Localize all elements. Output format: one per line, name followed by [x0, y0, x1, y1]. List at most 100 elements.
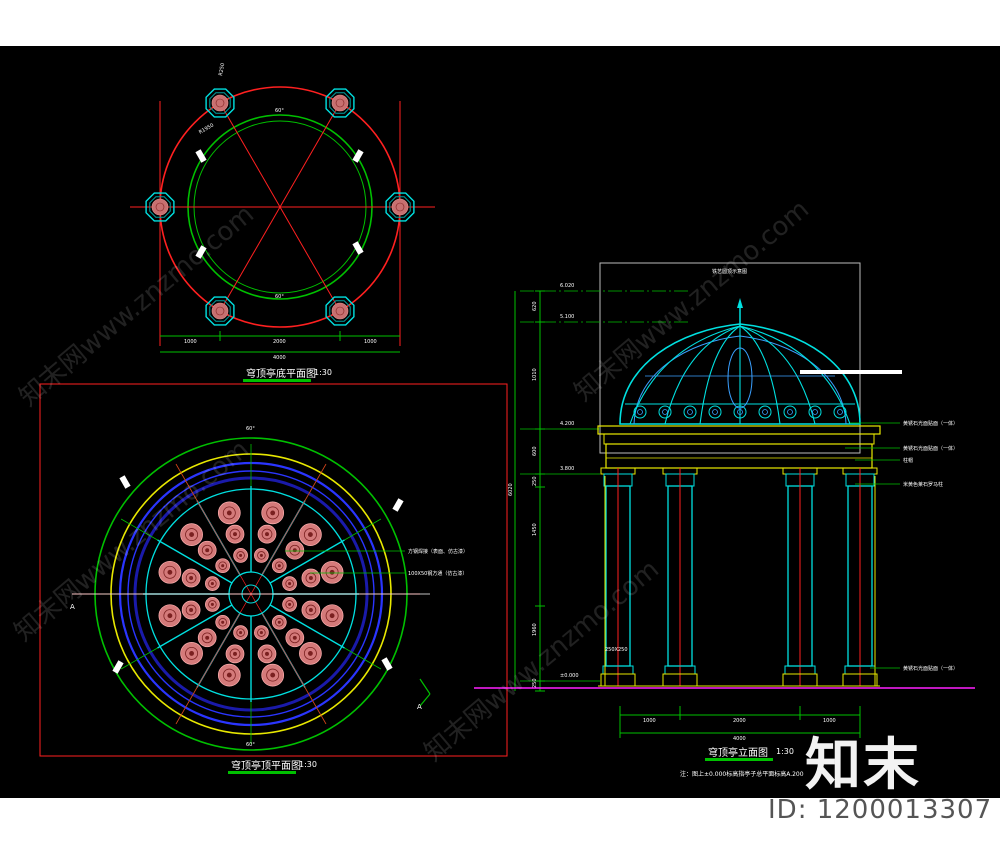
top-plan-scale: 1:30: [299, 760, 317, 769]
vdim-7: 250: [532, 678, 538, 688]
vdim-1: 620: [532, 301, 538, 311]
base-angle-bottom: 60°: [275, 294, 284, 300]
rose-motif-3: [254, 625, 285, 687]
callout-2: 黄锈石光面贴面（一体）: [903, 445, 958, 452]
base-plan: 60° 60° R250 R1950 1000 2000 1000 4000: [130, 62, 435, 361]
elevation: 铁艺圆顶示意图 6.020 5.100 4.200 3.800 ±0.000 6…: [474, 262, 975, 778]
level-5: ±0.000: [560, 673, 579, 679]
elevation-scale: 1:30: [776, 747, 794, 756]
spoke-ext-6: [120, 647, 158, 670]
base-column-5: [205, 296, 235, 326]
callout-4: 米黄色莱石罗马柱: [903, 481, 943, 488]
elev-note: 注：图上±0.000标高指亭子总平面标高A.200: [680, 770, 804, 778]
base-dim-3: 1000: [364, 339, 377, 345]
dome-scroll-1: [633, 405, 647, 419]
dome-rib-2: [664, 325, 741, 425]
image-id: ID: 1200013307: [768, 795, 993, 825]
elev-dim-1: 1000: [643, 718, 656, 724]
spoke-ext-12: [344, 518, 382, 541]
spoke-6: [157, 604, 233, 649]
base-column-4: [385, 192, 415, 222]
base-plan-title-underline: [243, 379, 311, 382]
top-angle-top: 60°: [246, 426, 255, 432]
rose-motif-2: [271, 614, 322, 665]
axis-line-2: [250, 593, 327, 725]
rose-motif-4: [217, 625, 248, 687]
base-ring-label: R1950: [198, 122, 215, 135]
dome-rib-5: [739, 325, 781, 425]
level-1: 6.020: [560, 283, 574, 289]
top-plan: A A 方钢焊接（表面、仿古漆） 100X50钢方通（仿古漆） 60° 60°: [39, 383, 508, 757]
rose-motif-11: [271, 523, 322, 574]
callout-1: 黄锈石光面贴面（一体）: [903, 420, 958, 427]
callout-5: 黄锈石光面贴面（一体）: [903, 665, 958, 672]
dome-ironwork: [619, 298, 861, 425]
axis-line-3: [175, 593, 252, 725]
base-dim-1: 1000: [184, 339, 197, 345]
top-note-1: 方钢焊接（表面、仿古漆）: [408, 548, 468, 555]
elev-dim-3: 1000: [823, 718, 836, 724]
col-base-label: 250X250: [605, 647, 628, 653]
base-column-6: [325, 296, 355, 326]
rose-motif-8: [180, 523, 231, 574]
elevation-column-4: [842, 467, 878, 687]
vdim-6: 1960: [532, 623, 538, 636]
dome-scroll-6: [758, 405, 772, 419]
elevation-title: 穹顶亭立面图: [708, 748, 768, 759]
callout-3: 柱帽: [903, 457, 913, 464]
vdim-5: 1450: [532, 523, 538, 536]
spoke-ext-2: [344, 647, 382, 670]
base-column-3: [145, 192, 175, 222]
base-angle-top: 60°: [275, 108, 284, 114]
spoke-12: [269, 539, 345, 584]
cad-drawing: 60° 60° R250 R1950 1000 2000 1000 4000 A…: [39, 62, 975, 778]
axis-line-6: [250, 463, 327, 595]
top-angle-bottom: 60°: [246, 742, 255, 748]
elevation-title-underline: [705, 758, 773, 761]
base-plan-title: 穹顶亭底平面图: [246, 369, 316, 380]
cad-drawing-canvas: 60° 60° R250 R1950 1000 2000 1000 4000 A…: [0, 46, 1000, 798]
elev-dim-total: 4000: [733, 736, 746, 742]
base-col-label: R250: [218, 62, 226, 76]
dome-scroll-5: [733, 405, 747, 419]
axis-line-5: [175, 463, 252, 595]
elevation-column-3: [782, 467, 818, 687]
dome-rib-6: [739, 325, 816, 425]
top-plan-title-underline: [228, 771, 296, 774]
vdim-2: 1010: [532, 368, 538, 381]
section-mark-a-2: A: [417, 703, 422, 711]
level-2: 5.100: [560, 314, 574, 320]
level-3: 4.200: [560, 421, 574, 427]
dome-scroll-8: [808, 405, 822, 419]
rose-motif-7: [158, 560, 220, 591]
vdim-4: 250: [532, 476, 538, 486]
rose-motif-9: [217, 501, 248, 563]
dome-rib-3: [699, 325, 741, 425]
dome-scroll-2: [658, 405, 672, 419]
level-4: 3.800: [560, 466, 574, 472]
dome-scroll-7: [783, 405, 797, 419]
elev-box-label: 铁艺圆顶示意图: [712, 268, 747, 275]
rose-motif-5: [180, 614, 231, 665]
rose-motif-12: [282, 560, 344, 591]
dome-scroll-3: [683, 405, 697, 419]
rose-motif-6: [158, 597, 220, 628]
brand-logo: 知末: [805, 733, 921, 798]
dome-scroll-4: [708, 405, 722, 419]
base-dim-2: 2000: [273, 339, 286, 345]
base-column-2: [325, 88, 355, 118]
base-dim-total: 4000: [273, 355, 286, 361]
spoke-2: [269, 604, 345, 649]
spoke-8: [157, 539, 233, 584]
rose-motif-1: [282, 597, 344, 628]
spoke-ext-8: [120, 518, 158, 541]
elevation-column-2: [662, 467, 698, 687]
dome-center-motif: [727, 347, 753, 409]
top-note-2: 100X50钢方通（仿古漆）: [408, 570, 467, 577]
base-column-1: [205, 88, 235, 118]
vdim-total: 6020: [508, 483, 514, 496]
section-mark-a: A: [70, 603, 75, 611]
dome-scroll-9: [833, 405, 847, 419]
vdim-3: 600: [532, 446, 538, 456]
top-plan-title: 穹顶亭顶平面图: [231, 761, 301, 772]
